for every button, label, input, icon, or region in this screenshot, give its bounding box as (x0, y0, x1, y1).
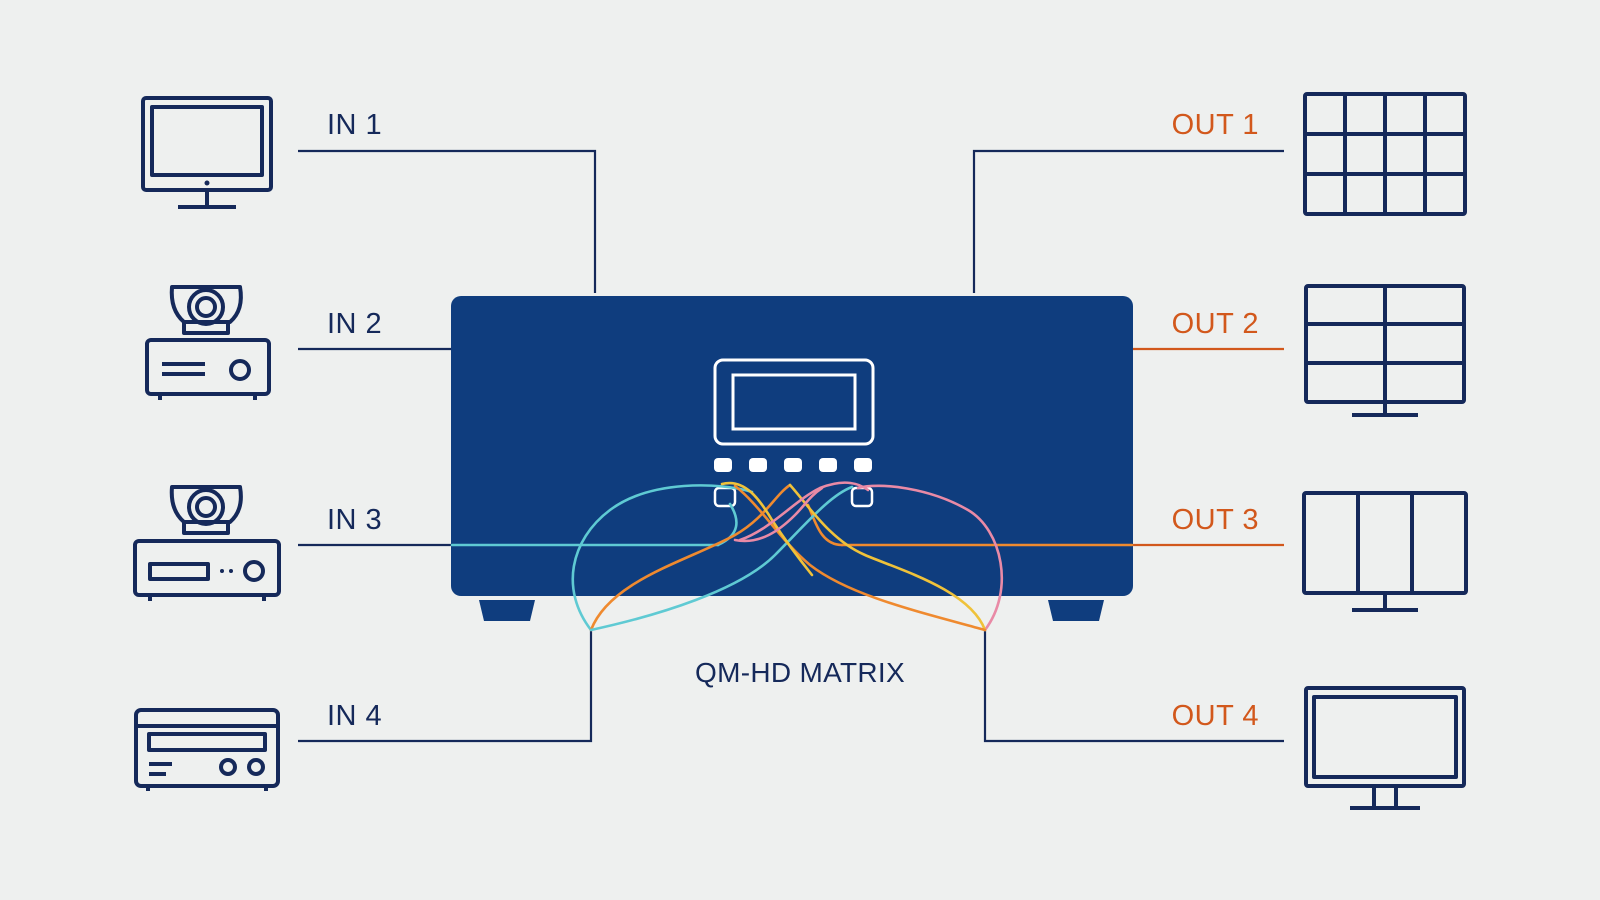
output-lines (972, 149, 1284, 743)
device-lcd-frame (713, 358, 875, 446)
in1-line (298, 149, 597, 293)
video-wall-3x1-icon (1302, 491, 1468, 612)
device-lcd-screen (731, 373, 857, 431)
route-pink-left-weave (733, 486, 824, 543)
output-label-1: OUT 1 (1171, 109, 1259, 141)
input-label-3: IN 3 (327, 504, 383, 536)
input-label-1: IN 1 (327, 109, 383, 141)
device-port-left (713, 486, 737, 508)
in4-line (298, 628, 593, 743)
route-cyan-left-loop (571, 484, 754, 632)
ptz-camera-icon (133, 485, 281, 601)
route-cyan-left-cross (589, 485, 854, 632)
ptz-camera-icon (145, 285, 271, 400)
route-orange-left (589, 483, 792, 632)
input-lines (298, 149, 597, 743)
route-orange-right-cross (733, 484, 987, 632)
desktop-monitor-icon (141, 96, 273, 209)
device-label: QM-HD MATRIX (695, 657, 905, 688)
av-receiver-icon (134, 708, 280, 791)
matrix-device (451, 296, 1133, 621)
video-wall-3x2-icon (1304, 284, 1466, 417)
output-label-3: OUT 3 (1171, 504, 1259, 536)
display-monitor-icon (1304, 686, 1466, 810)
device-buttons (714, 458, 872, 472)
video-wall-3x4-icon (1303, 92, 1467, 216)
device-foot-left (479, 600, 535, 621)
input-label-2: IN 2 (327, 308, 383, 340)
route-yellow-right (788, 483, 987, 632)
device-foot-right (1048, 600, 1104, 621)
out1-line (972, 149, 1284, 293)
input-label-4: IN 4 (327, 700, 383, 732)
out4-line (983, 630, 1284, 743)
route-yellow-weave (720, 481, 814, 577)
device-body (451, 296, 1133, 596)
output-label-4: OUT 4 (1171, 700, 1259, 732)
route-pink-right-loop (856, 484, 1004, 632)
routing-cables (450, 481, 1134, 632)
output-label-2: OUT 2 (1171, 308, 1259, 340)
